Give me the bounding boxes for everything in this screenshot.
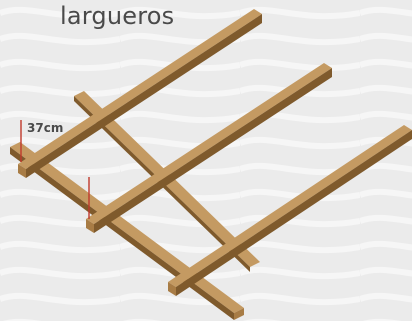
diagram-title: largueros	[60, 2, 175, 30]
measurement-label: 37cm	[27, 121, 64, 135]
upper-beam-3	[168, 125, 412, 296]
upper-beam-1	[18, 9, 262, 178]
upper-beam-2	[86, 63, 332, 233]
